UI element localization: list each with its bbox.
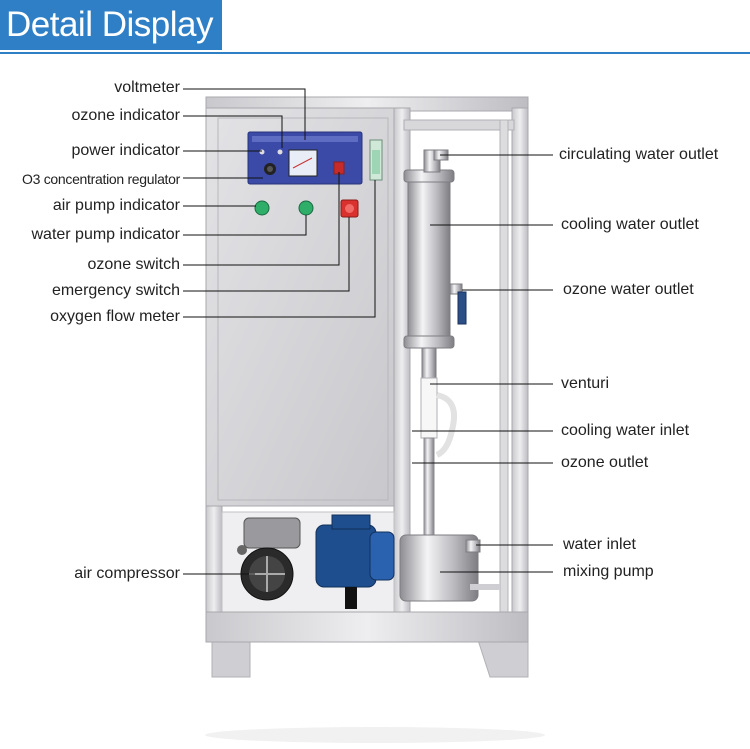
ozone-water-outlet-valve [449, 283, 463, 295]
frame-inner-top [403, 119, 515, 131]
leg-right [477, 639, 529, 678]
frame-right-post [511, 107, 529, 639]
label-mixing-pump: mixing pump [563, 563, 654, 580]
venturi-body [421, 347, 437, 379]
label-air-compressor: air compressor [74, 565, 180, 582]
label-cooling-water-inlet: cooling water inlet [561, 422, 690, 439]
label-circulating-water-outlet: circulating water outlet [559, 146, 719, 163]
leg-left [211, 639, 251, 678]
label-emergency-switch: emergency switch [51, 282, 180, 299]
leader-lines-left [183, 88, 376, 575]
air-compressor-head [243, 517, 301, 549]
leader-lines-right [412, 154, 553, 573]
cabinet-door [217, 117, 389, 501]
label-venturi: venturi [561, 375, 610, 392]
water-pump [315, 524, 377, 588]
floor-shadow [205, 727, 545, 743]
power-led [259, 149, 265, 155]
label-ozone-switch: ozone switch [87, 256, 181, 273]
label-water-pump-indicator: water pump indicator [31, 226, 180, 243]
label-oxygen-flow-meter: oxygen flow meter [50, 308, 180, 325]
label-water-inlet: water inlet [563, 536, 636, 553]
label-o3-concentration-regulator: O3 concentration regulator [22, 171, 180, 187]
ozone-led [277, 149, 283, 155]
ozone-outlet-pipe [423, 437, 435, 549]
label-power-indicator: power indicator [71, 142, 181, 159]
header-banner: Detail Display [0, 0, 222, 50]
label-ozone-water-outlet: ozone water outlet [563, 281, 694, 298]
label-air-pump-indicator: air pump indicator [52, 197, 180, 214]
mixing-pump [399, 534, 479, 602]
frame-bottom [205, 611, 529, 643]
label-ozone-outlet: ozone outlet [561, 454, 649, 471]
label-voltmeter: voltmeter [114, 79, 180, 96]
water-pump-indicator-lamp [298, 200, 314, 216]
venturi-tube [420, 377, 438, 439]
label-ozone-indicator: ozone indicator [71, 107, 180, 124]
header-rule [0, 52, 750, 54]
label-cooling-water-outlet: cooling water outlet [561, 216, 699, 233]
page-title: Detail Display [6, 5, 213, 44]
air-pump-indicator-lamp [254, 200, 270, 216]
cooling-column [407, 174, 451, 346]
